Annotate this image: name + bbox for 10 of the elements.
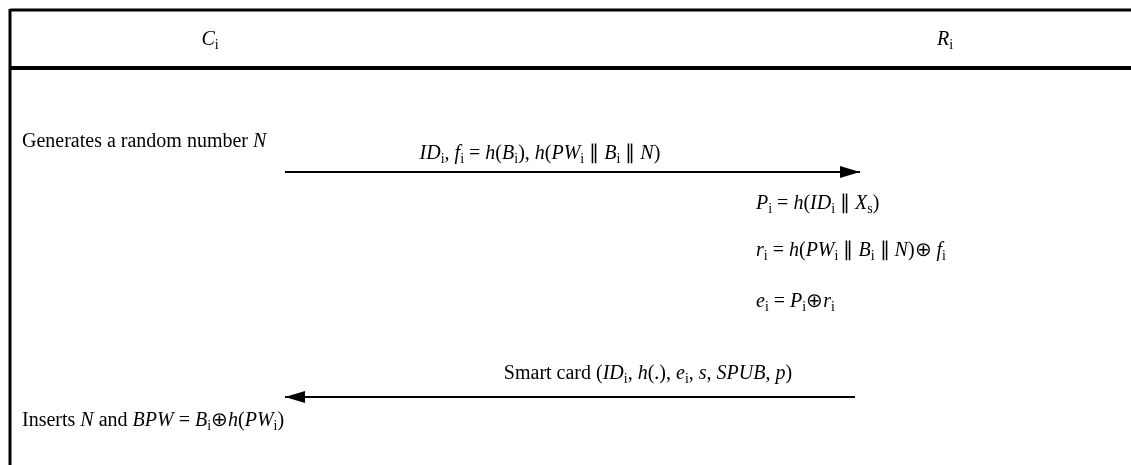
message-arrow [284, 166, 861, 178]
column-header: C$_{i}$ [201, 26, 219, 50]
protocol-step-text: Inserts N and BPW = B$_{i}$⊕h(PW$_{i}$) [22, 407, 285, 431]
edge-label: ID$_{i}$, f$_{i}$ = h(B$_{i}$), h(PW$_{i}$ ∥ B$_{i}$ ∥ N) [417, 140, 663, 164]
column-header: R$_{i}$ [936, 26, 954, 50]
protocol-step-text: P$_{i}$ = h(ID$_{i}$ ∥ X$_{s}$) [756, 190, 880, 214]
protocol-step-text: e$_{i}$ = P$_{i}$⊕r$_{i}$ [756, 288, 835, 312]
protocol-step-text: r$_{i}$ = h(PW$_{i}$ ∥ B$_{i}$ ∥ N)⊕ f$_{i}$ [756, 237, 946, 261]
protocol-step-text: Generates a random number N [22, 128, 267, 152]
message-arrow [284, 391, 856, 403]
